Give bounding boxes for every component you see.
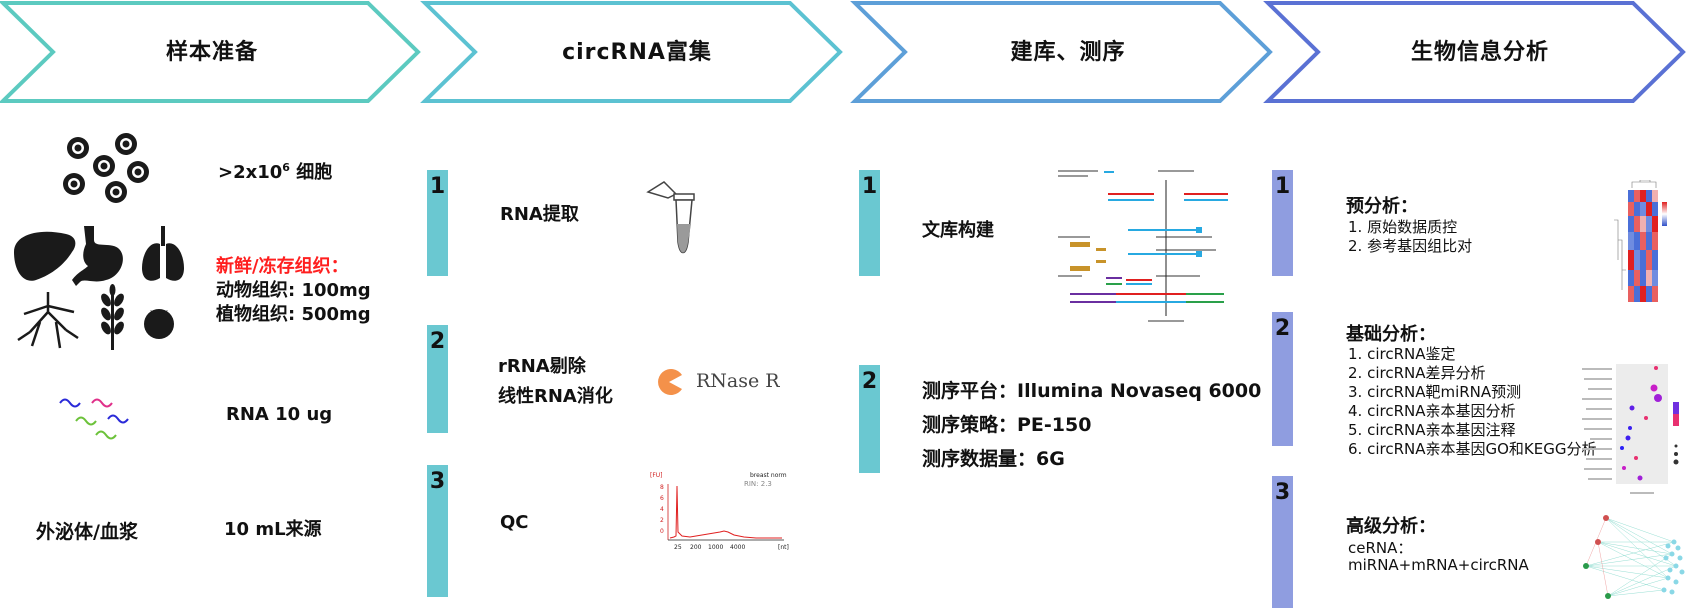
exosome-amount: 10 mL来源 bbox=[224, 519, 322, 540]
stage-2-title: circRNA富集 bbox=[562, 40, 712, 65]
stage-4-title: 生物信息分析 bbox=[1410, 40, 1549, 65]
enrich-step-2-line1: rRNA剔除 bbox=[498, 356, 586, 377]
cells-count: >2x10 bbox=[218, 162, 283, 183]
qc-y-tick-8: 8 bbox=[660, 484, 664, 491]
library-workflow-diagram bbox=[1058, 170, 1228, 322]
qc-x-tick-25: 25 bbox=[674, 544, 682, 551]
sequencing-data-amount: 测序数据量：6G bbox=[922, 448, 1065, 470]
stage-chevrons bbox=[0, 1, 1686, 103]
sequencing-strategy: 测序策略：PE-150 bbox=[922, 414, 1092, 436]
bioinfo-step-2-item-5: 5. circRNA亲本基因注释 bbox=[1348, 421, 1516, 439]
enrich-step-3-number: 3 bbox=[429, 469, 446, 494]
heatmap-thumbnail bbox=[1614, 180, 1667, 302]
bioinfo-step-1-bar: 1 bbox=[1272, 170, 1293, 276]
qc-x-tick-4000: 4000 bbox=[730, 544, 746, 551]
stage-4-chevron bbox=[1263, 1, 1686, 103]
bioinfo-step-3-bar: 3 bbox=[1272, 476, 1293, 608]
qc-x-tick-200: 200 bbox=[690, 544, 702, 551]
animal-tissue-amount: 动物组织: 100mg bbox=[216, 280, 371, 301]
cells-exponent: 6 bbox=[282, 161, 290, 174]
tissue-title: 新鲜/冻存组织： bbox=[216, 256, 349, 277]
bioinfo-step-2-item-6: 6. circRNA亲本基因GO和KEGG分析 bbox=[1348, 440, 1597, 458]
tissue-icons bbox=[14, 226, 184, 350]
enrichment-dotplot-thumbnail bbox=[1582, 364, 1679, 494]
lungs-icon bbox=[142, 226, 184, 281]
bioinfo-step-2-item-1: 1. circRNA鉴定 bbox=[1348, 345, 1456, 363]
qc-trace bbox=[667, 484, 784, 541]
cells-icon bbox=[63, 133, 149, 203]
qc-x-tick-1000: 1000 bbox=[708, 544, 724, 551]
rna-strands-icon bbox=[59, 398, 129, 440]
bioinfo-step-3-number: 3 bbox=[1274, 480, 1291, 505]
library-step-1-bar: 1 bbox=[859, 170, 880, 276]
cells-unit: 细胞 bbox=[289, 162, 333, 183]
enrich-step-2-bar: 2 bbox=[427, 325, 448, 433]
stomach-icon bbox=[72, 226, 123, 286]
bioinfo-step-2-item-4: 4. circRNA亲本基因分析 bbox=[1348, 402, 1516, 420]
enrich-step-1-bar: 1 bbox=[427, 170, 448, 276]
cells-amount: >2x106 细胞 bbox=[218, 158, 332, 184]
exosome-label: 外泌体/血浆 bbox=[36, 521, 138, 543]
rna-amount: RNA 10 ug bbox=[226, 404, 333, 425]
liver-icon bbox=[14, 231, 76, 281]
library-step-1-number: 1 bbox=[861, 174, 878, 199]
stage-1-title: 样本准备 bbox=[165, 40, 258, 65]
qc-rin: RIN: 2.3 bbox=[744, 480, 772, 488]
enrich-step-1-number: 1 bbox=[429, 174, 446, 199]
library-step-2-bar: 2 bbox=[859, 365, 880, 473]
stage-1-chevron bbox=[0, 1, 421, 103]
rnase-pacman-icon bbox=[658, 369, 682, 395]
bioinfo-step-1-number: 1 bbox=[1274, 174, 1291, 199]
sequencing-platform: 测序平台：Illumina Novaseq 6000 bbox=[922, 380, 1262, 402]
bioinfo-step-3-title: 高级分析： bbox=[1346, 516, 1436, 537]
bioinfo-step-2-item-3: 3. circRNA靶miRNA预测 bbox=[1348, 383, 1522, 401]
stage-3-title: 建库、测序 bbox=[1010, 40, 1126, 65]
wheat-icon bbox=[101, 284, 124, 350]
enrich-step-3-label: QC bbox=[500, 512, 529, 533]
stage-3-chevron bbox=[850, 1, 1273, 103]
tube-icon bbox=[646, 181, 695, 254]
rnase-label: RNase R bbox=[696, 370, 780, 392]
bioinfo-step-2-item-2: 2. circRNA差异分析 bbox=[1348, 364, 1486, 382]
enrich-step-2-number: 2 bbox=[429, 329, 446, 354]
library-step-2-number: 2 bbox=[861, 369, 878, 394]
qc-chart: [FU] breast norm RIN: 2.3 8 6 4 2 0 25 2… bbox=[644, 470, 794, 558]
qc-chart-title: breast norm bbox=[750, 472, 787, 479]
qc-y-unit: [FU] bbox=[650, 472, 663, 479]
stage-2-chevron bbox=[420, 1, 843, 103]
qc-y-tick-2: 2 bbox=[660, 517, 664, 524]
library-step-1-label: 文库构建 bbox=[922, 220, 994, 241]
bioinfo-step-2-title: 基础分析： bbox=[1346, 324, 1436, 345]
bioinfo-step-3-item-1: ceRNA： bbox=[1348, 539, 1413, 557]
bioinfo-step-3-item-2: miRNA+mRNA+circRNA bbox=[1348, 556, 1529, 574]
qc-y-tick-6: 6 bbox=[660, 495, 664, 502]
enrich-step-2-line2: 线性RNA消化 bbox=[498, 386, 613, 407]
bioinfo-step-1-item-1: 1. 原始数据质控 bbox=[1348, 218, 1458, 236]
qc-x-unit: [nt] bbox=[778, 544, 789, 551]
bioinfo-step-1-item-2: 2. 参考基因组比对 bbox=[1348, 237, 1473, 255]
cerna-network-thumbnail bbox=[1583, 515, 1685, 599]
tomato-icon bbox=[144, 309, 174, 339]
bioinfo-step-2-bar: 2 bbox=[1272, 312, 1293, 446]
bioinfo-step-1-title: 预分析： bbox=[1346, 196, 1418, 217]
enrich-step-1-label: RNA提取 bbox=[500, 204, 579, 225]
enrich-step-3-bar: 3 bbox=[427, 465, 448, 597]
root-icon bbox=[17, 292, 79, 349]
qc-y-tick-4: 4 bbox=[660, 506, 664, 513]
plant-tissue-amount: 植物组织: 500mg bbox=[216, 304, 371, 325]
bioinfo-step-2-number: 2 bbox=[1274, 316, 1291, 341]
qc-y-tick-0: 0 bbox=[660, 528, 664, 535]
